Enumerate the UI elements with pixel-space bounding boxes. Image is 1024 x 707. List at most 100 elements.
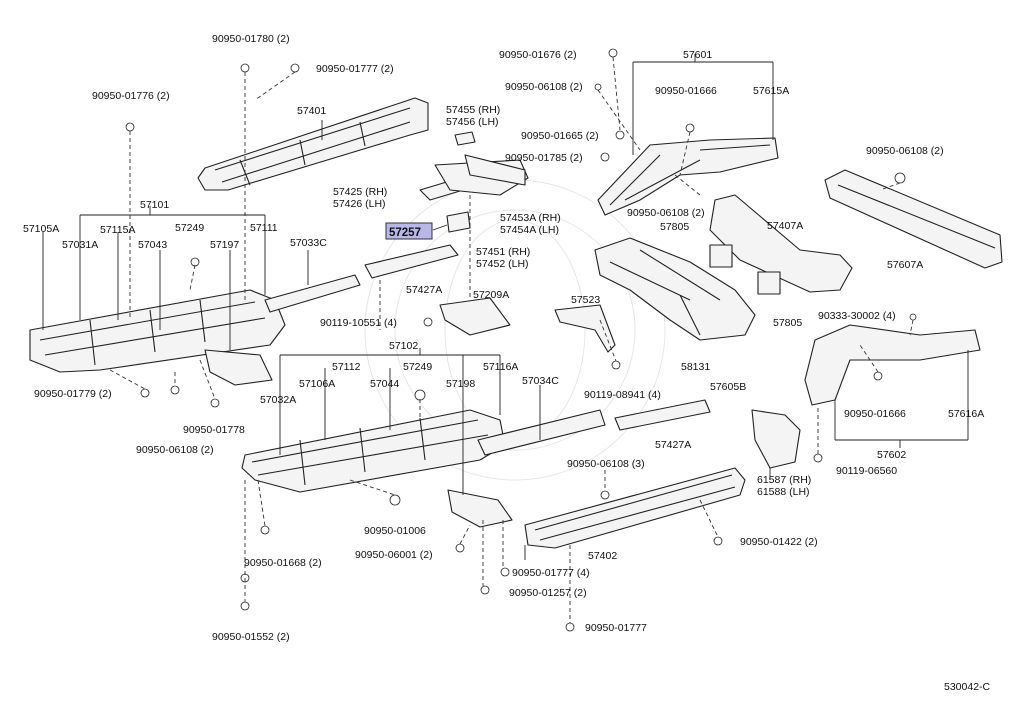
part-label[interactable]: 90333-30002 (4) bbox=[818, 310, 896, 322]
part-label[interactable]: 57805 bbox=[773, 317, 802, 329]
part-label[interactable]: 57601 bbox=[683, 49, 712, 61]
part-label[interactable]: 57425 (RH) bbox=[333, 186, 387, 198]
rocker-rh-detail bbox=[534, 474, 736, 541]
crossmember-57607A-detail bbox=[837, 184, 996, 249]
rear-side-member-57602[interactable] bbox=[804, 324, 981, 406]
part-label[interactable]: 57453A (RH) bbox=[500, 212, 561, 224]
part-label[interactable]: 90950-01777 bbox=[585, 622, 647, 634]
part-label[interactable]: 57102 bbox=[389, 340, 418, 352]
bracket-57197[interactable] bbox=[204, 349, 273, 386]
part-label[interactable]: 57616A bbox=[948, 408, 984, 420]
part-label[interactable]: 90950-01776 (2) bbox=[92, 90, 170, 102]
part-label[interactable]: 57454A (LH) bbox=[500, 224, 559, 236]
part-label[interactable]: 57044 bbox=[370, 378, 399, 390]
part-label[interactable]: 90950-01257 (2) bbox=[509, 587, 587, 599]
part-label[interactable]: 57607A bbox=[887, 259, 923, 271]
bracket-57209A[interactable] bbox=[439, 297, 511, 336]
part-label[interactable]: 57116A bbox=[483, 361, 518, 373]
part-label[interactable]: 90950-06108 (2) bbox=[136, 444, 214, 456]
part-label[interactable]: 57427A bbox=[406, 284, 442, 296]
part-label[interactable]: 57402 bbox=[588, 550, 617, 562]
part-label[interactable]: 57034C bbox=[522, 375, 559, 387]
part-label[interactable]: 57401 bbox=[297, 105, 326, 117]
part-label[interactable]: 90950-01777 (2) bbox=[316, 63, 394, 75]
part-label[interactable]: 58131 bbox=[681, 361, 710, 373]
part-label[interactable]: 90950-01779 (2) bbox=[34, 388, 112, 400]
part-label[interactable]: 57602 bbox=[877, 449, 906, 461]
part-label[interactable]: 57031A bbox=[62, 239, 98, 251]
highlight-box-57257 bbox=[385, 222, 433, 240]
part-label[interactable]: 90950-01785 (2) bbox=[505, 152, 583, 164]
reinforcement-57427A-upper[interactable] bbox=[364, 244, 459, 279]
part-label[interactable]: 90119-10551 (4) bbox=[320, 317, 397, 329]
part-label[interactable]: 57407A bbox=[767, 220, 803, 232]
part-label[interactable]: 61588 (LH) bbox=[757, 486, 810, 498]
rocker-panel-57402[interactable] bbox=[524, 467, 746, 549]
part-label[interactable]: 90950-01780 (2) bbox=[212, 33, 290, 45]
part-label[interactable]: 90950-01676 (2) bbox=[499, 49, 577, 61]
part-label[interactable]: 57427A bbox=[655, 439, 691, 451]
crossmember-57453A[interactable] bbox=[464, 154, 526, 186]
bracket-57805-a[interactable] bbox=[709, 244, 733, 268]
part-label[interactable]: 90950-06108 (2) bbox=[505, 81, 583, 93]
part-label[interactable]: 57101 bbox=[140, 199, 169, 211]
part-label[interactable]: 57805 bbox=[660, 221, 689, 233]
bracket-57455[interactable] bbox=[454, 131, 476, 146]
part-label[interactable]: 57426 (LH) bbox=[333, 198, 386, 210]
part-label[interactable]: 57198 bbox=[446, 378, 475, 390]
reinforcement-57034C[interactable] bbox=[477, 409, 606, 456]
part-label[interactable]: 57456 (LH) bbox=[446, 116, 499, 128]
brace-57523[interactable] bbox=[554, 304, 616, 353]
part-label[interactable]: 57032A bbox=[260, 394, 296, 406]
part-label[interactable]: 61587 (RH) bbox=[757, 474, 811, 486]
crossmember-57605B[interactable] bbox=[594, 237, 756, 341]
part-label[interactable]: 90950-06108 (3) bbox=[567, 458, 645, 470]
part-label[interactable]: 57452 (LH) bbox=[476, 258, 529, 270]
part-label[interactable]: 90119-08941 (4) bbox=[584, 389, 661, 401]
part-label[interactable]: 90119-06560 bbox=[836, 465, 897, 477]
bracket-57805-b[interactable] bbox=[757, 271, 781, 295]
part-label[interactable]: 57605B bbox=[710, 381, 746, 393]
part-label[interactable]: 57209A bbox=[473, 289, 509, 301]
part-label[interactable]: 90950-06108 (2) bbox=[627, 207, 705, 219]
part-label[interactable]: 90950-06001 (2) bbox=[355, 549, 433, 561]
part-label[interactable]: 90950-01422 (2) bbox=[740, 536, 818, 548]
part-label[interactable]: 90950-06108 (2) bbox=[866, 145, 944, 157]
part-label[interactable]: 57043 bbox=[138, 239, 167, 251]
part-label[interactable]: 57249 bbox=[403, 361, 432, 373]
floor-panel-57407A[interactable] bbox=[709, 194, 853, 293]
part-label[interactable]: 57249 bbox=[175, 222, 204, 234]
part-label[interactable]: 57112 bbox=[332, 361, 361, 373]
part-label[interactable]: 90950-01668 (2) bbox=[244, 557, 322, 569]
part-label[interactable]: 90950-01552 (2) bbox=[212, 631, 290, 643]
bracket-61587[interactable] bbox=[751, 409, 801, 469]
part-label[interactable]: 90950-01006 bbox=[364, 525, 426, 537]
part-label[interactable]: 57615A bbox=[753, 85, 789, 97]
part-label-highlighted[interactable]: 57257 bbox=[389, 227, 421, 239]
part-label[interactable]: 90950-01777 (4) bbox=[512, 567, 590, 579]
part-label[interactable]: 57455 (RH) bbox=[446, 104, 500, 116]
part-label[interactable]: 90950-01778 bbox=[183, 424, 245, 436]
part-label[interactable]: 57197 bbox=[210, 239, 239, 251]
dashed-guide-lines bbox=[109, 56, 914, 623]
reinforcement-57033C[interactable] bbox=[264, 274, 361, 313]
part-label[interactable]: 57105A bbox=[23, 223, 59, 235]
reinforcement-57427A-lower[interactable] bbox=[614, 399, 711, 431]
part-label[interactable]: 57451 (RH) bbox=[476, 246, 530, 258]
part-label[interactable]: 90950-01666 bbox=[844, 408, 906, 420]
part-label[interactable]: 90950-01666 bbox=[655, 85, 717, 97]
leader-lines bbox=[42, 54, 969, 560]
part-label[interactable]: 57115A bbox=[100, 224, 135, 236]
brace-57257-part[interactable] bbox=[446, 211, 471, 233]
crossmember-57607A[interactable] bbox=[824, 169, 1003, 269]
part-label[interactable]: 57523 bbox=[571, 294, 600, 306]
part-label[interactable]: 57033C bbox=[290, 237, 327, 249]
rear-side-member-57601[interactable] bbox=[597, 137, 779, 216]
part-label[interactable]: 90950-01665 (2) bbox=[521, 130, 599, 142]
rear-side-detail bbox=[609, 144, 771, 206]
part-label[interactable]: 57111 bbox=[250, 222, 278, 234]
bracket-57198[interactable] bbox=[447, 489, 513, 528]
part-label[interactable]: 57106A bbox=[299, 378, 335, 390]
side-member-57102[interactable] bbox=[241, 409, 506, 493]
